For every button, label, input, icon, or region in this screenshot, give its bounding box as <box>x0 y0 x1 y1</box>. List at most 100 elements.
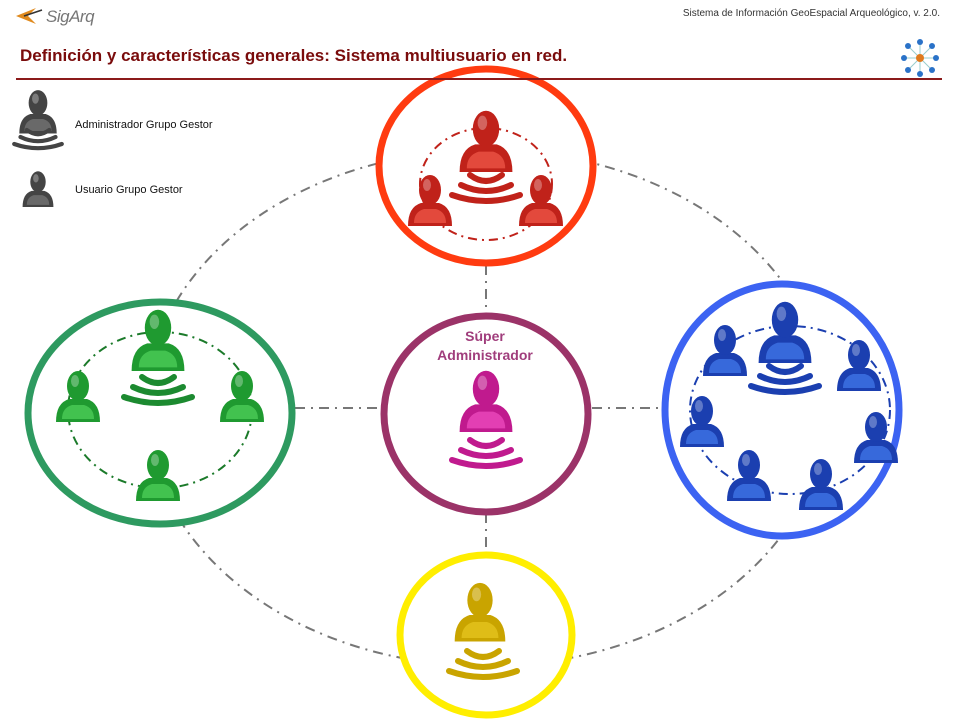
red-user-person <box>408 175 452 226</box>
person-head <box>30 171 46 193</box>
signal-wave <box>24 127 52 137</box>
person-body-highlight <box>686 430 718 444</box>
person-head <box>419 175 441 205</box>
app-title: Sistema de Información GeoEspacial Arque… <box>682 8 940 19</box>
person-body-highlight <box>62 405 94 419</box>
red-admin-person <box>459 110 513 172</box>
blue-user-person <box>680 396 724 447</box>
super-admin-label: Súper Administrador <box>410 327 560 365</box>
blue-admin-person <box>758 301 812 363</box>
green-user-person <box>56 371 100 422</box>
person-body-highlight <box>461 621 499 639</box>
person-head-shine <box>742 454 750 466</box>
person-body-highlight <box>142 484 174 498</box>
person-head <box>147 450 169 480</box>
person-head-shine <box>534 179 542 191</box>
sigarq-logo: SigArq <box>14 4 95 28</box>
yellow-admin-person <box>454 582 506 642</box>
person-head <box>472 110 500 147</box>
person-head <box>472 370 500 407</box>
legend-user-label: Usuario Grupo Gestor <box>75 184 183 196</box>
person-body-highlight <box>466 151 506 169</box>
person-head <box>231 371 253 401</box>
signal-wave <box>757 373 813 385</box>
person-body-highlight <box>765 342 805 360</box>
signal-wave <box>467 437 505 449</box>
person-body-highlight <box>26 195 50 205</box>
person-head <box>865 412 887 442</box>
person-head <box>738 450 760 480</box>
signal-wave <box>458 447 514 459</box>
person-head-shine <box>471 587 482 602</box>
person-head-shine <box>151 454 159 466</box>
signal-wave <box>455 658 511 670</box>
red-admin-waves <box>449 172 523 204</box>
signal-wave <box>139 374 177 386</box>
person-body-highlight <box>805 493 837 507</box>
logo-arrow-icon <box>16 8 43 24</box>
blue-user-person <box>854 412 898 463</box>
page-title: Definición y características generales: … <box>20 46 568 65</box>
super-admin-person <box>459 370 513 432</box>
signal-wave <box>18 134 58 144</box>
signal-wave <box>458 182 514 194</box>
blue-user-person <box>703 325 747 376</box>
legend-admin-waves <box>12 127 64 151</box>
person-head-shine <box>423 179 431 191</box>
person-head <box>467 582 493 618</box>
signal-wave <box>748 383 822 395</box>
person-head-shine <box>718 329 726 341</box>
person-head <box>848 340 870 370</box>
person-head <box>530 175 552 205</box>
blue-user-person <box>837 340 881 391</box>
person-head <box>691 396 713 426</box>
person-body-highlight <box>24 119 52 131</box>
person-head <box>67 371 89 401</box>
signal-wave <box>130 384 186 396</box>
green-admin-waves <box>121 374 195 406</box>
blue-user-person <box>727 450 771 501</box>
super-admin-waves <box>449 437 523 469</box>
signal-wave <box>446 668 520 680</box>
person-head <box>714 325 736 355</box>
super-admin-label-line2: Administrador <box>437 347 533 363</box>
green-admin-person <box>131 309 185 371</box>
blue-user-person <box>799 459 843 510</box>
person-body-highlight <box>138 350 178 368</box>
red-user-person <box>519 175 563 226</box>
legend-admin-label: Administrador Grupo Gestor <box>75 119 213 131</box>
network-icon <box>901 39 939 77</box>
person-body-highlight <box>414 209 446 223</box>
person-body-highlight <box>466 411 506 429</box>
person-head <box>144 309 172 346</box>
person-head-shine <box>71 375 79 387</box>
person-head-shine <box>477 115 488 130</box>
signal-wave <box>464 648 502 660</box>
signal-wave <box>467 172 505 184</box>
person-head <box>810 459 832 489</box>
inner-link-circle-blue <box>689 325 891 495</box>
person-head-shine <box>477 375 488 390</box>
person-head <box>28 90 48 116</box>
person-head-shine <box>776 306 787 321</box>
person-body-highlight <box>860 446 892 460</box>
legend-admin-icon <box>19 90 57 134</box>
legend-user-icon <box>22 171 54 207</box>
green-user-person <box>136 450 180 501</box>
person-body-highlight <box>843 374 875 388</box>
group-ring-green <box>24 298 296 528</box>
person-body-highlight <box>226 405 258 419</box>
signal-wave <box>449 457 523 469</box>
person-head <box>771 301 799 338</box>
super-admin-label-line1: Súper <box>465 328 505 344</box>
person-body-highlight <box>525 209 557 223</box>
logo-text: SigArq <box>46 7 95 26</box>
person-body-highlight <box>709 359 741 373</box>
signal-wave <box>449 192 523 204</box>
person-head-shine <box>695 400 703 412</box>
green-user-person <box>220 371 264 422</box>
signal-wave <box>12 141 64 151</box>
person-body-highlight <box>733 484 765 498</box>
person-head-shine <box>235 375 243 387</box>
